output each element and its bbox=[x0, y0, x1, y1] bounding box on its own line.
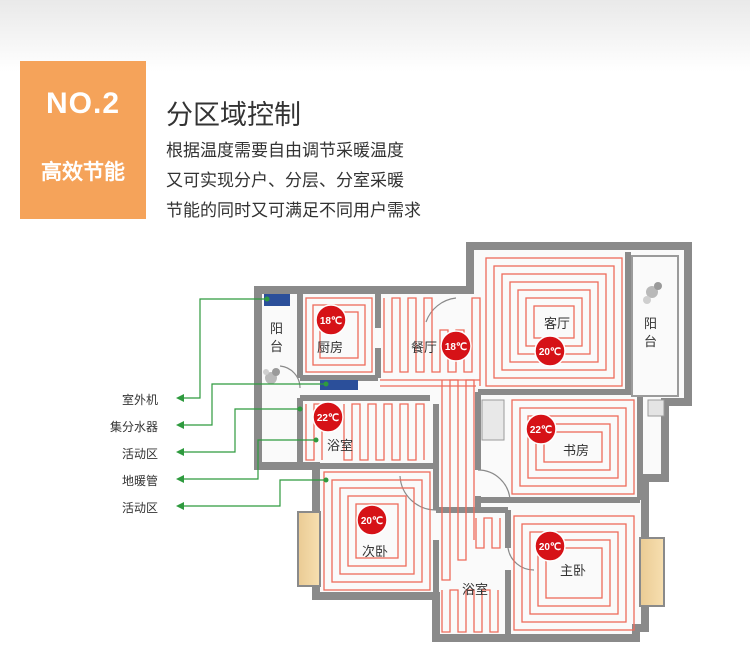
window-left bbox=[297, 511, 321, 587]
room-label-kitchen: 厨房 bbox=[317, 340, 343, 356]
balcony-left-char-1: 阳 bbox=[270, 322, 283, 337]
window-right bbox=[639, 537, 665, 607]
balcony-right-frame bbox=[631, 255, 679, 397]
balcony-right-char-2: 台 bbox=[644, 335, 657, 350]
room-label-study: 书房 bbox=[563, 443, 589, 459]
room-label-dining: 餐厅 bbox=[411, 340, 437, 356]
wall-niche bbox=[647, 399, 665, 417]
feature-badge: NO.2 高效节能 bbox=[20, 61, 146, 219]
callout-manifold: 集分水器 bbox=[109, 420, 158, 434]
plant-icon bbox=[643, 282, 662, 304]
temp-label-master-bedroom: 20℃ bbox=[539, 542, 561, 553]
temp-label-study: 22℃ bbox=[530, 425, 552, 436]
floor-heating-pipes bbox=[305, 257, 635, 633]
interior-walls bbox=[297, 252, 643, 638]
temp-label-bath-top: 22℃ bbox=[317, 413, 339, 424]
plant-icon bbox=[263, 368, 280, 384]
temp-label-dining: 18℃ bbox=[445, 342, 467, 353]
room-label-master-bedroom: 主卧 bbox=[560, 564, 586, 579]
manifold bbox=[320, 380, 358, 390]
temp-label-second-bedroom: 20℃ bbox=[361, 516, 383, 527]
room-label-living: 客厅 bbox=[544, 316, 570, 332]
badge-number: NO.2 bbox=[45, 87, 121, 120]
badge-subtitle: 高效节能 bbox=[41, 160, 125, 184]
leader-dots bbox=[264, 296, 335, 483]
room-label-balcony-right: 阳台 bbox=[644, 317, 657, 350]
section-title: 分区域控制 bbox=[166, 100, 301, 131]
description-line-1: 根据温度需要自由调节采暖温度 bbox=[166, 141, 404, 161]
leader-arrowheads bbox=[176, 394, 184, 510]
callout-outdoor-unit: 室外机 bbox=[121, 393, 158, 407]
temp-label-living: 20℃ bbox=[539, 347, 561, 358]
room-label-bath-top: 浴室 bbox=[327, 438, 353, 454]
leader-lines bbox=[180, 298, 333, 507]
study-shelf bbox=[481, 399, 505, 441]
balcony-left-char-2: 台 bbox=[270, 340, 283, 355]
balcony-right-char-1: 阳 bbox=[644, 317, 657, 332]
callout-activity-area-1: 活动区 bbox=[121, 447, 158, 461]
temp-label-kitchen: 18℃ bbox=[320, 316, 342, 327]
description-line-2: 又可实现分户、分层、分室采暖 bbox=[166, 171, 404, 191]
room-label-balcony-left: 阳台 bbox=[270, 322, 283, 355]
outdoor-unit bbox=[264, 294, 290, 306]
room-label-second-bedroom: 次卧 bbox=[362, 544, 388, 560]
header-shade bbox=[0, 0, 750, 72]
description-line-3: 节能的同时又可满足不同用户需求 bbox=[166, 201, 421, 221]
callout-activity-area-2: 活动区 bbox=[121, 501, 158, 515]
room-label-bath-bottom: 浴室 bbox=[462, 582, 488, 598]
callout-floor-heating-pipe: 地暖管 bbox=[121, 474, 158, 488]
temperature-dots bbox=[312, 304, 566, 562]
